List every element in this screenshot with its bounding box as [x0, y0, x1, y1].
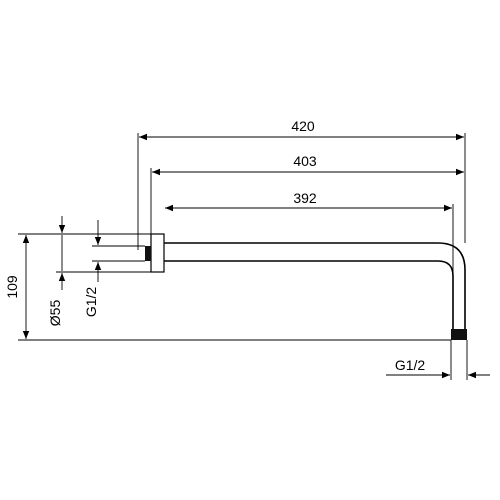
- dimension-length-straight: 392: [165, 190, 454, 276]
- dim-label-wall-thread: G1/2: [83, 287, 99, 318]
- dimension-length-from-flange: 403: [150, 153, 464, 234]
- dimension-overall-length: 420: [137, 118, 466, 250]
- wall-thread-nipple: [145, 246, 151, 261]
- dim-label-outlet-thread: G1/2: [395, 357, 426, 373]
- dimension-height: 109: [4, 233, 451, 341]
- dim-label-flange-diameter: Ø55: [47, 300, 63, 327]
- arm-tube-inner: [164, 260, 454, 334]
- arm-tube-outer: [164, 242, 466, 334]
- dim-label-420: 420: [291, 118, 315, 134]
- dim-label-109: 109: [4, 275, 20, 299]
- dim-label-403: 403: [293, 153, 317, 169]
- outlet-thread: [451, 329, 467, 340]
- dim-label-392: 392: [293, 190, 317, 206]
- dimension-outlet-thread: G1/2: [386, 340, 490, 380]
- shower-arm: [145, 233, 467, 340]
- dimension-flange-diameter: Ø55: [47, 216, 151, 326]
- dimension-wall-thread: G1/2: [83, 220, 145, 317]
- wall-flange: [150, 233, 165, 273]
